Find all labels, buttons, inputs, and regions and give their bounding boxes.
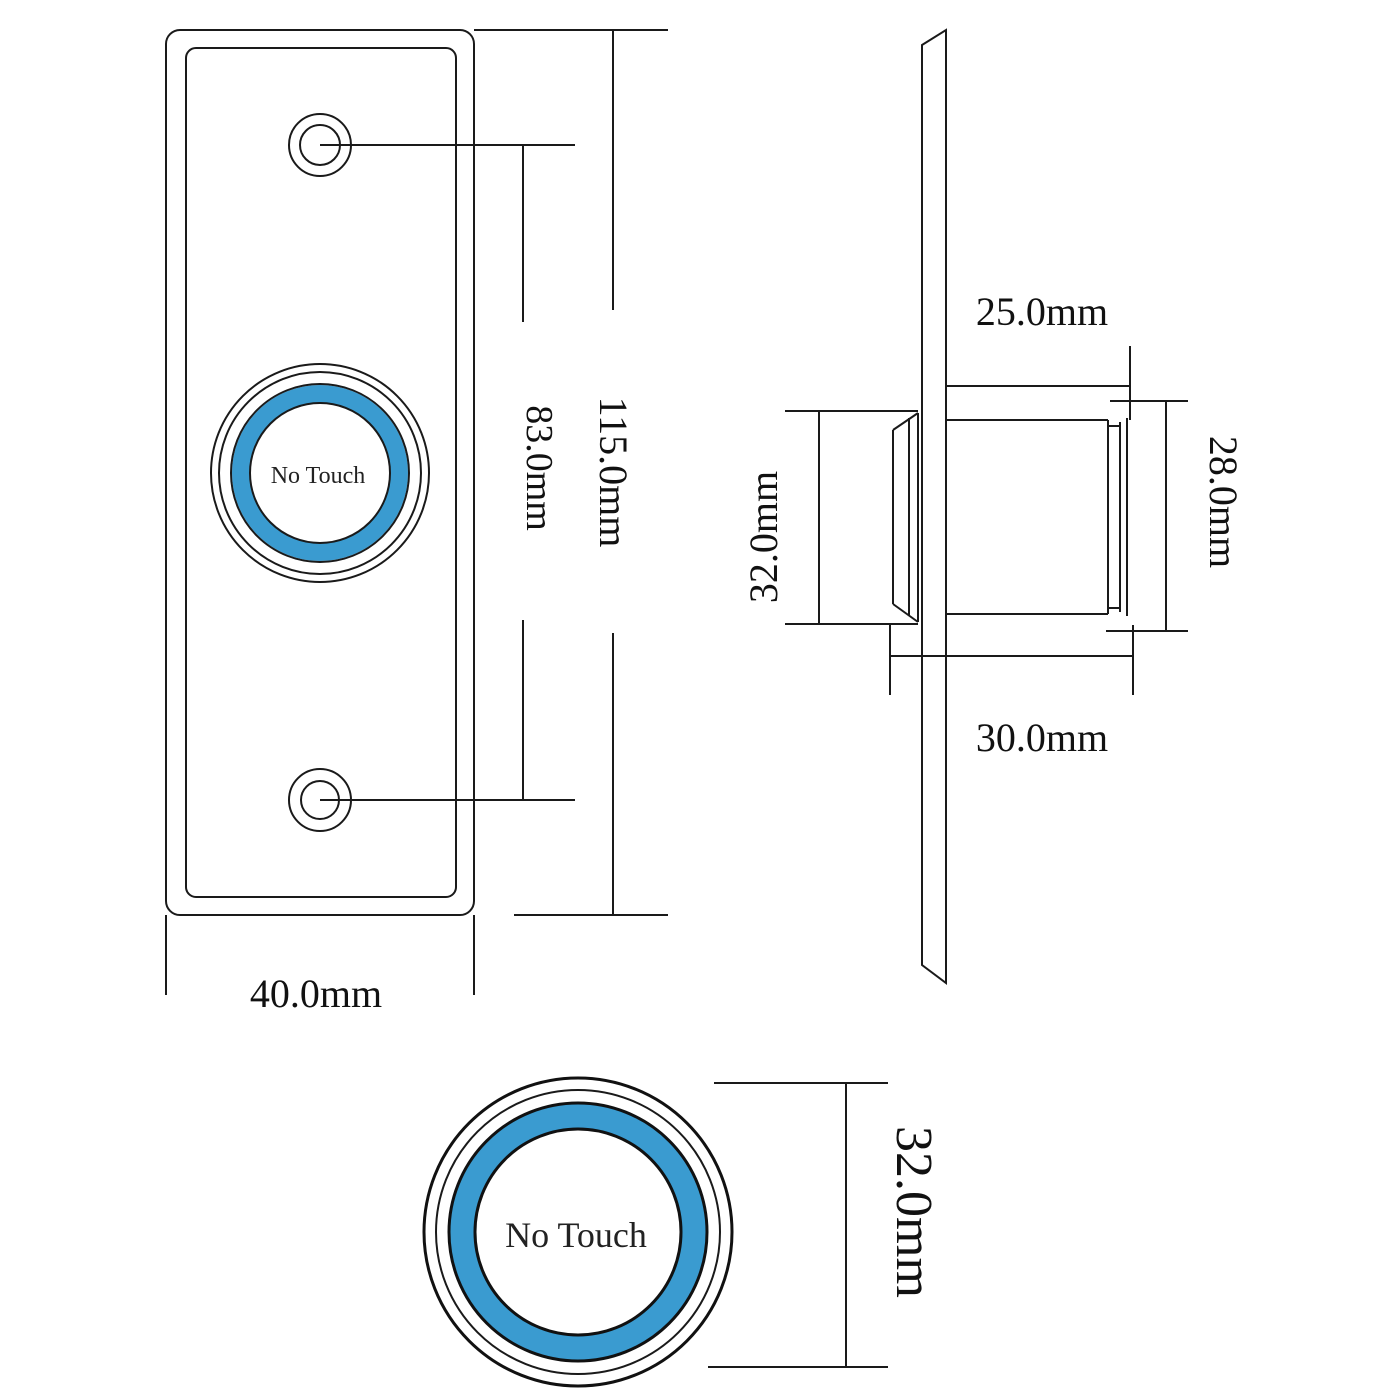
total-depth-dimension: 30.0mm: [889, 625, 1134, 760]
side-bezel-dimension: 32.0mm: [741, 410, 918, 625]
front-button: No Touch: [210, 363, 430, 583]
plate-height-dimension: 115.0mm: [474, 29, 668, 916]
bottom-button-label: No Touch: [505, 1215, 647, 1255]
plate-width-label: 40.0mm: [250, 971, 382, 1016]
front-view: No Touch 83.0mm 115.0mm 40.0mm: [165, 29, 668, 1016]
plate-height-label: 115.0mm: [591, 397, 636, 548]
bottom-bezel-label: 32.0mm: [885, 1126, 942, 1298]
body-diameter-dimension: 28.0mm: [1106, 400, 1246, 632]
front-led-ring: [232, 385, 408, 561]
side-view: 32.0mm 25.0mm 28.0mm 30.0mm: [741, 28, 1246, 985]
body-diameter-label: 28.0mm: [1201, 436, 1246, 568]
side-bezel: [892, 412, 919, 623]
body-length-dimension: 25.0mm: [946, 289, 1131, 420]
plate-outline: [165, 29, 475, 916]
side-bezel-label: 32.0mm: [741, 471, 786, 603]
bottom-led-ring: [449, 1103, 707, 1361]
front-button-label: No Touch: [271, 463, 366, 489]
side-plate-profile: [921, 28, 947, 985]
hole-spacing-dimension: 83.0mm: [320, 144, 575, 801]
plate-inner-bevel: [185, 47, 457, 898]
bottom-view: No Touch 32.0mm: [422, 1076, 942, 1388]
bottom-bezel-dimension: 32.0mm: [708, 1082, 942, 1368]
side-body: [946, 418, 1128, 616]
body-length-label: 25.0mm: [976, 289, 1108, 334]
total-depth-label: 30.0mm: [976, 715, 1108, 760]
hole-spacing-label: 83.0mm: [518, 405, 560, 531]
plate-width-dimension: 40.0mm: [165, 915, 475, 1016]
